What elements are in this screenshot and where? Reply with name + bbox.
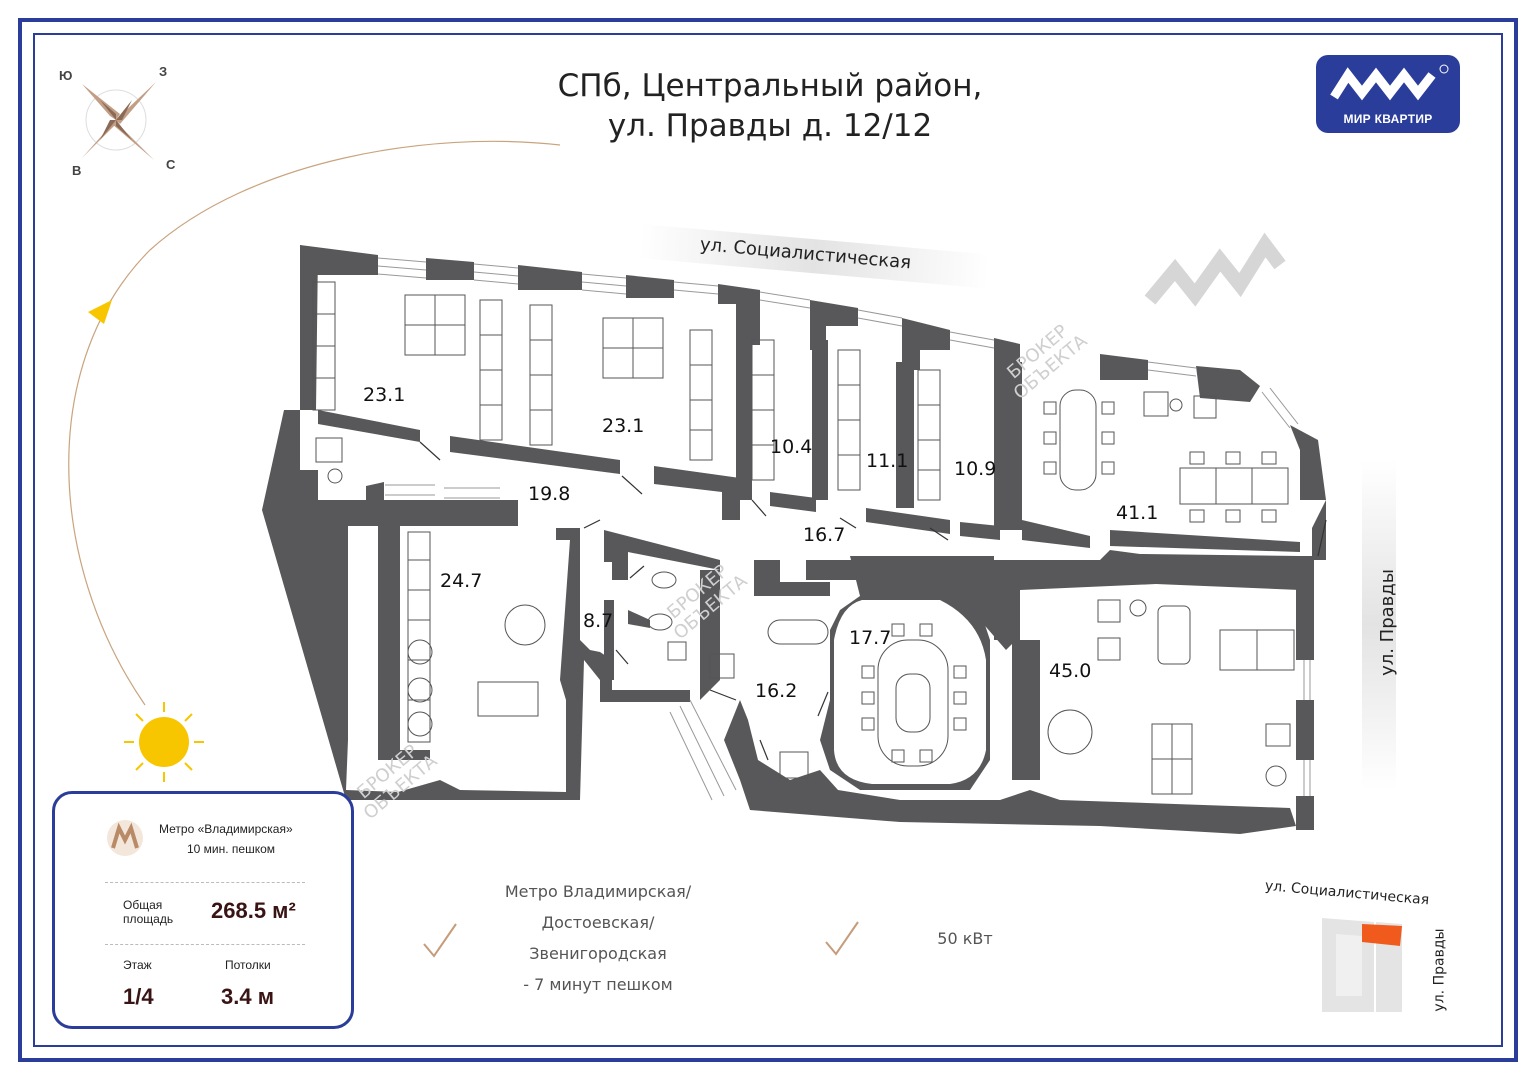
- watermark-logo-icon: [1144, 232, 1286, 307]
- room-area-label: 45.0: [1049, 660, 1092, 682]
- metro-station-name: Метро «Владимирская»: [159, 822, 293, 836]
- title-line-1: СПб, Центральный район,: [557, 68, 983, 104]
- compass-north-label: С: [166, 157, 176, 172]
- metro-features: Метро Владимирская/ Достоевская/ Звениго…: [470, 876, 726, 1000]
- metro-feature-line: - 7 минут пешком: [523, 975, 673, 994]
- room-area-label: 17.7: [849, 627, 892, 649]
- room-area-label: 10.9: [954, 458, 997, 480]
- compass-rose-icon: [82, 82, 156, 160]
- logo-text: МИР КВАРТИР: [1343, 112, 1433, 126]
- check-icon: [825, 921, 859, 956]
- floor-value: 1/4: [123, 984, 154, 1009]
- room-area-label: 24.7: [440, 570, 483, 592]
- metro-feature-line: Метро Владимирская/: [504, 882, 692, 901]
- map-street-right: ул. Правды: [1431, 928, 1448, 1012]
- metro-feature-line: Достоевская/: [541, 913, 655, 932]
- room-area-label: 23.1: [363, 384, 406, 406]
- check-icon: [423, 923, 457, 958]
- location-minimap: [1322, 918, 1402, 1012]
- room-area-label: 23.1: [602, 415, 645, 437]
- area-label-1: Общая: [123, 898, 163, 912]
- room-area-label: 16.2: [755, 680, 798, 702]
- separator: [105, 944, 305, 945]
- area-label-2: площадь: [123, 912, 174, 926]
- sun-icon: [124, 702, 204, 782]
- area-value: 268.5 м²: [211, 898, 296, 923]
- ceiling-value: 3.4 м: [221, 984, 274, 1009]
- separator: [105, 882, 305, 883]
- page-title: СПб, Центральный район, ул. Правды д. 12…: [470, 66, 1070, 146]
- logo-mark-icon: [1330, 64, 1449, 101]
- compass-west-label: З: [159, 64, 168, 79]
- street-bar-right: [1362, 460, 1396, 790]
- metro-feature-line: Звенигородская: [529, 944, 667, 963]
- inner-frame: [33, 33, 1503, 1047]
- room-area-label: 10.4: [770, 436, 813, 458]
- compass-south-label: Ю: [59, 68, 73, 83]
- power-feature: 50 кВт: [937, 929, 993, 948]
- room-area-label: 41.1: [1116, 502, 1159, 524]
- room-area-label: 11.1: [866, 450, 909, 472]
- room-area-label: 19.8: [528, 483, 571, 505]
- metro-logo-icon: [107, 820, 143, 856]
- info-card: Метро «Владимирская» 10 мин. пешком Обща…: [52, 791, 354, 1029]
- room-area-label: 16.7: [803, 524, 846, 546]
- room-area-label: 8.7: [583, 610, 614, 632]
- metro-walk-time: 10 мин. пешком: [187, 842, 276, 856]
- floor-label: Этаж: [123, 958, 152, 972]
- title-line-2: ул. Правды д. 12/12: [607, 108, 933, 144]
- compass-east-label: В: [72, 163, 82, 178]
- brand-logo: МИР КВАРТИР: [1316, 55, 1460, 133]
- ceiling-label: Потолки: [225, 958, 271, 972]
- outer-frame: [18, 18, 1518, 1062]
